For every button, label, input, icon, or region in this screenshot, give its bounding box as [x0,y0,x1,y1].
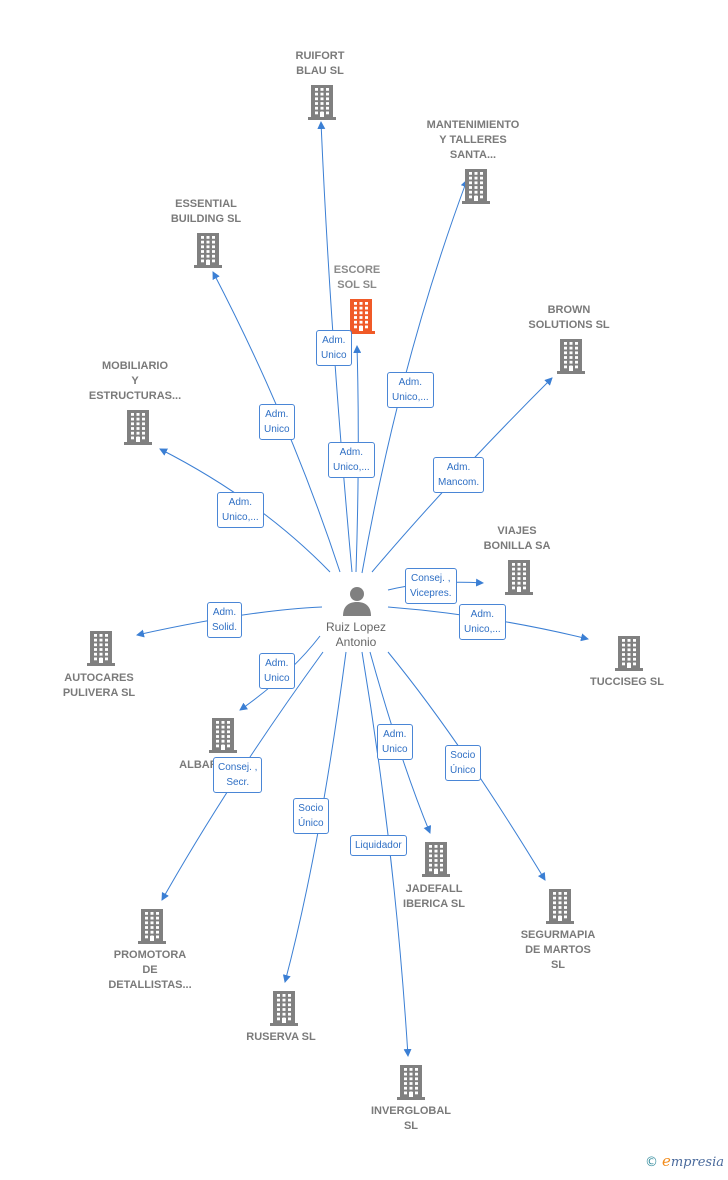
company-label-promotora[interactable]: PROMOTORA DE DETALLISTAS... [108,949,192,991]
company-label-mobiliario[interactable]: MOBILIARIO Y ESTRUCTURAS... [88,360,182,402]
relation-label-ruserva: Socio Único [293,798,329,834]
building-icon[interactable] [192,232,224,268]
building-icon[interactable] [613,635,645,671]
company-label-brown[interactable]: BROWN SOLUTIONS SL [528,304,610,331]
relation-label-segurmapia: Socio Único [445,745,481,781]
building-icon[interactable] [544,888,576,924]
company-label-tucciseg[interactable]: TUCCISEG SL [590,676,664,688]
company-label-inverglobal[interactable]: INVERGLOBAL SL [370,1105,452,1132]
building-icon[interactable] [503,559,535,595]
copyright-icon: © [644,1155,658,1170]
company-label-escore[interactable]: ESCORE SOL SL [333,264,381,291]
relation-label-essential: Adm. Unico [259,404,295,440]
relation-label-ruifort: Adm. Unico [316,330,352,366]
company-label-mantenimiento[interactable]: MANTENIMIENTO Y TALLERES SANTA... [426,119,520,161]
building-icon[interactable] [555,338,587,374]
company-label-autocares[interactable]: AUTOCARES PULIVERA SL [62,672,136,699]
building-icon[interactable] [268,990,300,1026]
relation-label-jadefall: Adm. Unico [377,724,413,760]
company-label-ruifort[interactable]: RUIFORT BLAU SL [295,50,345,77]
center-person-name[interactable]: Ruiz Lopez Antonio [325,620,387,649]
company-label-viajes[interactable]: VIAJES BONILLA SA [483,525,551,552]
building-icon[interactable] [395,1064,427,1100]
building-icon[interactable] [207,717,239,753]
building-icon[interactable] [460,168,492,204]
relation-label-brown: Adm. Mancom. [433,457,485,493]
relation-label-promotora: Consej. , Secr. [213,757,263,793]
building-icon[interactable] [420,841,452,877]
edge-mantenimiento [361,179,469,574]
company-label-essential[interactable]: ESSENTIAL BUILDING SL [170,198,242,225]
company-label-jadefall[interactable]: JADEFALL IBERICA SL [403,883,465,910]
relation-label-tucciseg: Adm. Unico,... [459,604,506,640]
building-icon[interactable] [306,84,338,120]
building-icon[interactable] [85,630,117,666]
relation-label-autocares: Adm. Solid. [207,602,243,638]
building-icon[interactable] [122,409,154,445]
relation-label-escore: Adm. Unico,... [328,442,375,478]
relation-label-viajes: Consej. , Vicepres. [405,568,457,604]
building-icon[interactable] [345,298,377,334]
relation-label-albar: Adm. Unico [259,653,295,689]
company-label-segurmapia[interactable]: SEGURMAPIA DE MARTOS SL [520,929,596,971]
footer-brand: ©empresia [645,1152,724,1170]
relation-label-inverglobal: Liquidador [350,835,407,856]
relation-label-mantenimiento: Adm. Unico,... [387,372,434,408]
relation-label-mobiliario: Adm. Unico,... [217,492,264,528]
building-icon[interactable] [136,908,168,944]
company-label-ruserva[interactable]: RUSERVA SL [246,1031,316,1043]
person-icon[interactable] [340,585,374,617]
brand-logo-mark: e [661,1152,671,1170]
brand-logo-text: mpresia [670,1155,724,1170]
